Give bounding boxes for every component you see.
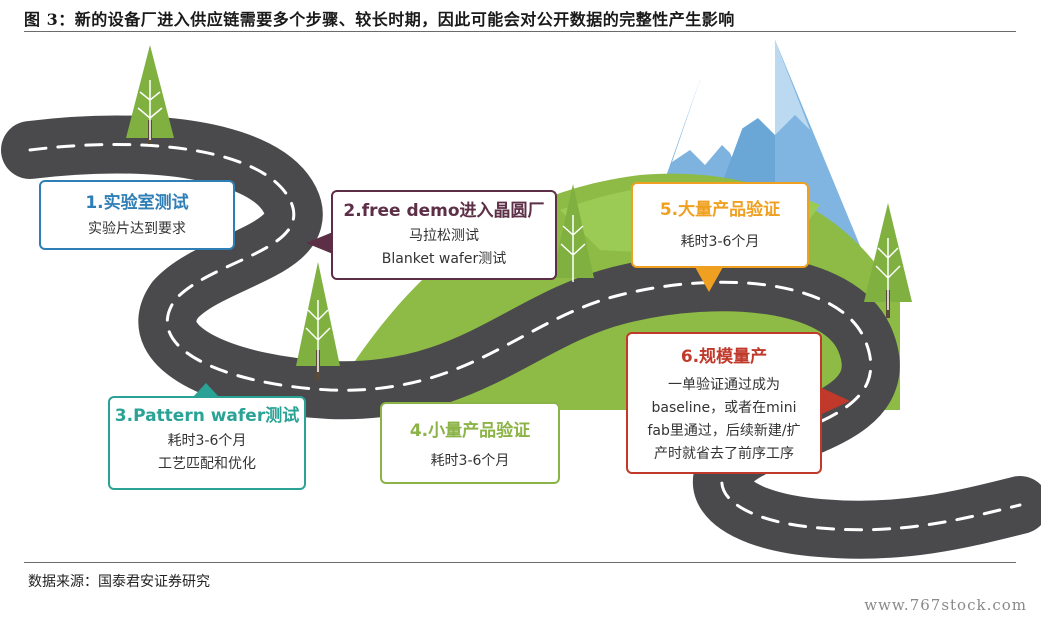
pointer-step-2 bbox=[306, 232, 333, 254]
tree-2 bbox=[296, 262, 340, 380]
figure-title: 图 3：新的设备厂进入供应链需要多个步骤、较长时期，因此可能会对公开数据的完整性… bbox=[24, 10, 735, 29]
title-rule bbox=[24, 31, 1016, 32]
step-1-box: 1.实验室测试 实验片达到要求 bbox=[39, 180, 235, 250]
step-6-line-4: 产时就省去了前序工序 bbox=[654, 446, 794, 462]
step-3-box: 3.Pattern wafer测试 耗时3-6个月 工艺匹配和优化 bbox=[108, 396, 306, 490]
step-6-line-1: 一单验证通过成为 bbox=[668, 377, 780, 393]
step-3-line-2: 工艺匹配和优化 bbox=[158, 456, 256, 472]
step-5-line-1: 耗时3-6个月 bbox=[680, 234, 760, 250]
tree-1 bbox=[126, 45, 174, 144]
step-5-title: 5.大量产品验证 bbox=[659, 200, 781, 220]
step-2-title: 2.free demo进入晶圆厂 bbox=[343, 201, 545, 221]
step-2-box: 2.free demo进入晶圆厂 马拉松测试 Blanket wafer测试 bbox=[331, 190, 557, 280]
step-4-line-1: 耗时3-6个月 bbox=[430, 453, 510, 469]
pointer-step-5 bbox=[695, 267, 723, 292]
pointer-step-3 bbox=[193, 383, 219, 397]
step-2-line-2: Blanket wafer测试 bbox=[381, 251, 507, 267]
step-4-box: 4.小量产品验证 耗时3-6个月 bbox=[380, 402, 560, 484]
watermark: www.767stock.com bbox=[864, 596, 1027, 614]
step-6-line-2: baseline，或者在mini bbox=[651, 400, 797, 416]
step-2-line-1: 马拉松测试 bbox=[409, 228, 479, 244]
step-5-box: 5.大量产品验证 耗时3-6个月 bbox=[631, 182, 809, 268]
step-1-title: 1.实验室测试 bbox=[85, 193, 189, 213]
step-6-box: 6.规模量产 一单验证通过成为 baseline，或者在mini fab里通过，… bbox=[626, 332, 822, 474]
step-3-line-1: 耗时3-6个月 bbox=[167, 433, 247, 449]
pointer-step-6 bbox=[822, 388, 850, 414]
step-6-title: 6.规模量产 bbox=[680, 347, 768, 367]
source-note: 数据来源：国泰君安证券研究 bbox=[28, 574, 210, 590]
step-1-line-1: 实验片达到要求 bbox=[88, 221, 186, 237]
tree-4 bbox=[864, 203, 912, 318]
tree-3 bbox=[552, 184, 594, 282]
step-6-line-3: fab里通过，后续新建/扩 bbox=[647, 423, 801, 439]
road bbox=[1, 115, 1041, 559]
footer-rule bbox=[24, 562, 1016, 563]
step-3-title: 3.Pattern wafer测试 bbox=[114, 406, 300, 426]
step-4-title: 4.小量产品验证 bbox=[409, 421, 531, 441]
